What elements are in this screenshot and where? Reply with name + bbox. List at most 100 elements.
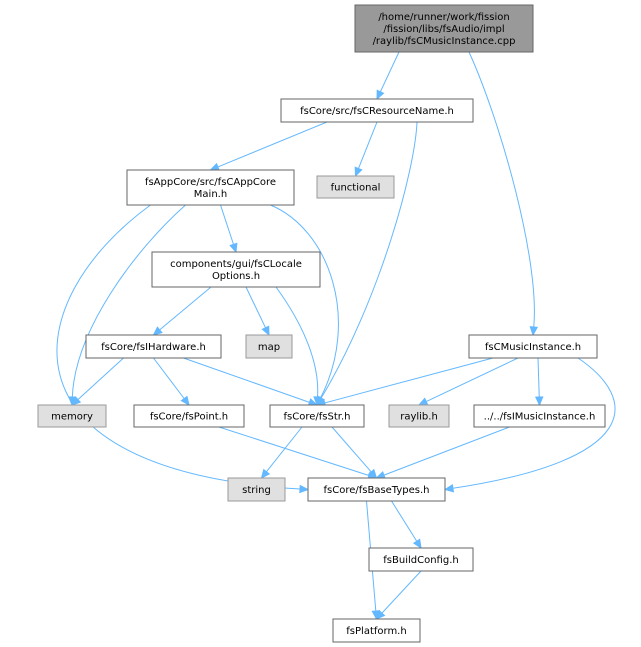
node-label: fsCMusicInstance.h (485, 342, 581, 353)
node-box (126, 169, 295, 206)
node-box (307, 477, 446, 502)
arrowhead-icon (261, 325, 270, 337)
node-box (368, 547, 474, 572)
node-box (280, 98, 474, 123)
arrowhead-icon (260, 468, 271, 479)
node-label: string (242, 485, 271, 496)
nodes-layer: /home/runner/work/fission/fission/libs/f… (37, 4, 606, 643)
node-label: /raylib/fsCMusicInstance.cpp (373, 36, 516, 47)
edge-locale-to-map (245, 286, 270, 337)
edge-ihardware-to-str (183, 357, 319, 407)
node-map: map (245, 334, 293, 359)
edge-root-to-resname (376, 51, 400, 101)
edge-musicinst-to-imusic (534, 357, 544, 407)
edge-resname-to-str (316, 121, 418, 407)
edge-buildconfig-to-platform (375, 570, 422, 620)
arrowhead-icon (412, 538, 422, 550)
arrowhead-icon (375, 470, 386, 479)
edge-musicinst-to-basetypes (443, 357, 616, 493)
edge-imusic-to-basetypes (375, 426, 510, 479)
node-box (227, 477, 286, 502)
edge-basetypes-to-buildconfig (391, 500, 422, 550)
node-label: Options.h (212, 271, 260, 282)
node-label: fsBuildConfig.h (383, 555, 458, 566)
arrowhead-icon (376, 89, 385, 101)
arrowhead-icon (299, 484, 310, 494)
edge-locale-to-ihardware (152, 286, 212, 336)
edge-point-to-basetypes (218, 426, 378, 480)
edge-root-to-musicinst (468, 51, 539, 337)
edge-resname-to-functional (354, 121, 378, 178)
node-label: components/gui/fsCLocale (170, 259, 302, 270)
edge-str-to-string (260, 426, 303, 479)
arrowhead-icon (443, 484, 455, 493)
arrowhead-icon (534, 396, 544, 407)
edge-resname-to-appcore (209, 121, 328, 171)
edges-layer (56, 51, 616, 621)
node-box (332, 618, 421, 643)
node-string: string (227, 477, 286, 502)
node-root: /home/runner/work/fission/fission/libs/f… (354, 4, 534, 53)
node-point[interactable]: fsCore/fsPoint.h (133, 404, 245, 428)
edge-ihardware-to-point (153, 357, 190, 406)
node-box (473, 404, 606, 428)
node-box (468, 334, 598, 359)
node-label: functional (331, 183, 381, 194)
arrowhead-icon (417, 397, 429, 406)
node-musicinst[interactable]: fsCMusicInstance.h (468, 334, 598, 359)
node-buildconfig[interactable]: fsBuildConfig.h (368, 547, 474, 572)
node-label: fsCore/fsIHardware.h (101, 342, 206, 353)
edge-ihardware-to-memory (71, 357, 124, 406)
node-box (269, 404, 365, 428)
arrowhead-icon (71, 396, 82, 406)
node-label: memory (51, 412, 93, 423)
node-box (245, 334, 293, 359)
node-ihardware[interactable]: fsCore/fsIHardware.h (85, 334, 222, 359)
edge-appcore-to-locale (220, 204, 238, 254)
node-imusic[interactable]: ../../fsIMusicInstance.h (473, 404, 606, 428)
node-str[interactable]: fsCore/fsStr.h (269, 404, 365, 428)
arrowhead-icon (152, 326, 163, 336)
arrowhead-icon (354, 166, 363, 178)
arrowhead-icon (375, 609, 386, 620)
node-box (37, 404, 107, 428)
node-label: /fission/libs/fsAudio/impl (383, 24, 504, 35)
arrowhead-icon (367, 468, 378, 479)
arrowhead-icon (313, 396, 322, 407)
node-label: fsPlatform.h (346, 626, 406, 637)
node-box (85, 334, 222, 359)
node-label: fsAppCore/src/fsCAppCore (145, 177, 276, 188)
node-box (388, 404, 450, 428)
arrowhead-icon (209, 162, 220, 171)
node-label: fsCore/fsStr.h (284, 412, 351, 423)
node-label: ../../fsIMusicInstance.h (484, 412, 596, 423)
node-raylib: raylib.h (388, 404, 450, 428)
node-box (316, 175, 395, 199)
node-label: fsCore/src/fsCResourceName.h (300, 106, 454, 117)
node-resname[interactable]: fsCore/src/fsCResourceName.h (280, 98, 474, 123)
edge-appcore-to-str (270, 204, 339, 407)
edge-appcore-to-memory (68, 204, 186, 407)
node-memory: memory (37, 404, 107, 428)
arrowhead-icon (180, 395, 190, 406)
node-platform[interactable]: fsPlatform.h (332, 618, 421, 643)
node-functional: functional (316, 175, 395, 199)
node-label: /home/runner/work/fission (378, 12, 509, 23)
node-label: fsCore/fsBaseTypes.h (323, 485, 429, 496)
edge-locale-to-str (275, 286, 322, 407)
edge-appcore-to-basetypes (56, 204, 310, 494)
node-box (151, 251, 321, 288)
node-label: raylib.h (400, 412, 438, 423)
node-box (354, 4, 534, 53)
edge-str-to-basetypes (331, 426, 378, 479)
node-label: Main.h (194, 189, 227, 200)
node-basetypes[interactable]: fsCore/fsBaseTypes.h (307, 477, 446, 502)
arrowhead-icon (529, 326, 539, 337)
node-label: fsCore/fsPoint.h (150, 412, 228, 423)
node-box (133, 404, 245, 428)
arrowhead-icon (229, 242, 238, 254)
